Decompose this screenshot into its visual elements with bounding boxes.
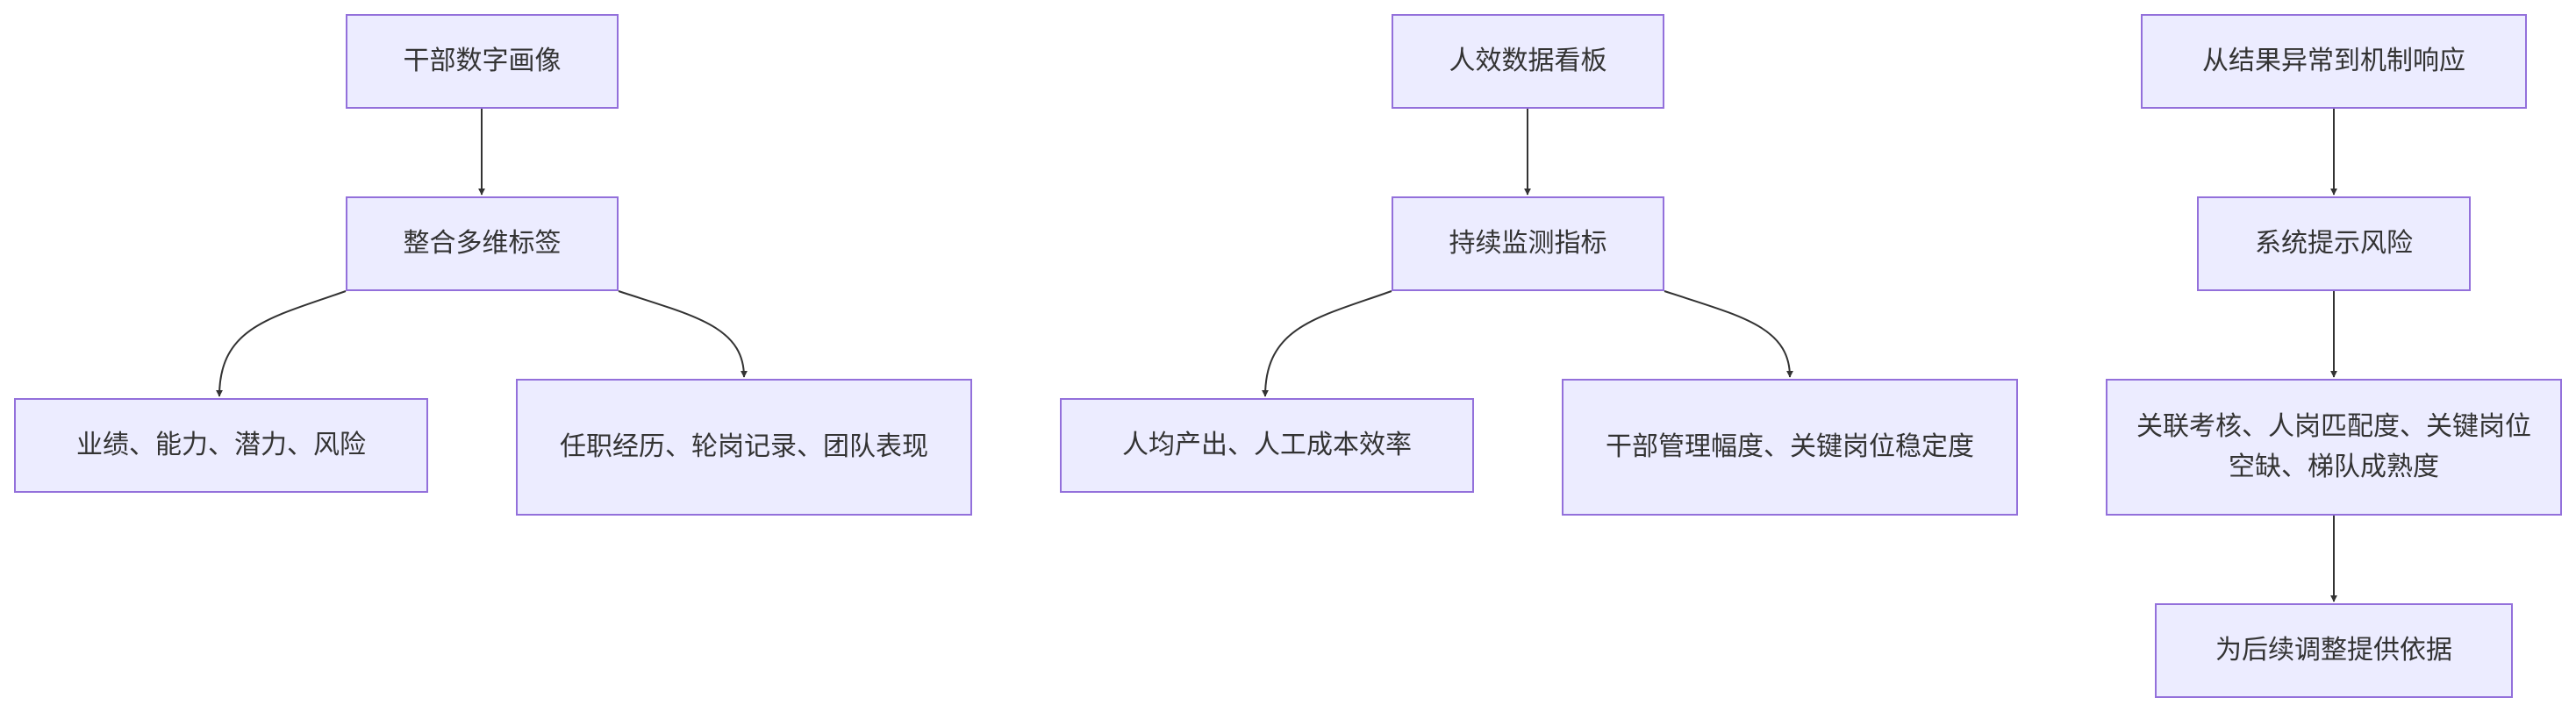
edge-monitor-to-span — [1664, 290, 1793, 378]
edge-tags-to-perf — [216, 290, 347, 397]
edge-tags-to-history — [618, 290, 748, 378]
node-adjust-basis: 为后续调整提供依据 — [2155, 603, 2513, 698]
node-anomaly-response: 从结果异常到机制响应 — [2141, 14, 2527, 109]
node-hr-dashboard: 人效数据看板 — [1392, 14, 1664, 109]
node-risk-alert: 系统提示风险 — [2197, 196, 2471, 291]
node-cadre-profile: 干部数字画像 — [346, 14, 619, 109]
node-output-cost: 人均产出、人工成本效率 — [1060, 398, 1474, 493]
edge-monitor-to-output — [1262, 290, 1392, 397]
node-history-records: 任职经历、轮岗记录、团队表现 — [516, 379, 972, 516]
node-span-stability: 干部管理幅度、关键岗位稳定度 — [1562, 379, 2018, 516]
node-multi-tags: 整合多维标签 — [346, 196, 619, 291]
node-monitor-metrics: 持续监测指标 — [1392, 196, 1664, 291]
node-perf-ability: 业绩、能力、潜力、风险 — [14, 398, 428, 493]
node-assoc-factors: 关联考核、人岗匹配度、关键岗位空缺、梯队成熟度 — [2106, 379, 2562, 516]
